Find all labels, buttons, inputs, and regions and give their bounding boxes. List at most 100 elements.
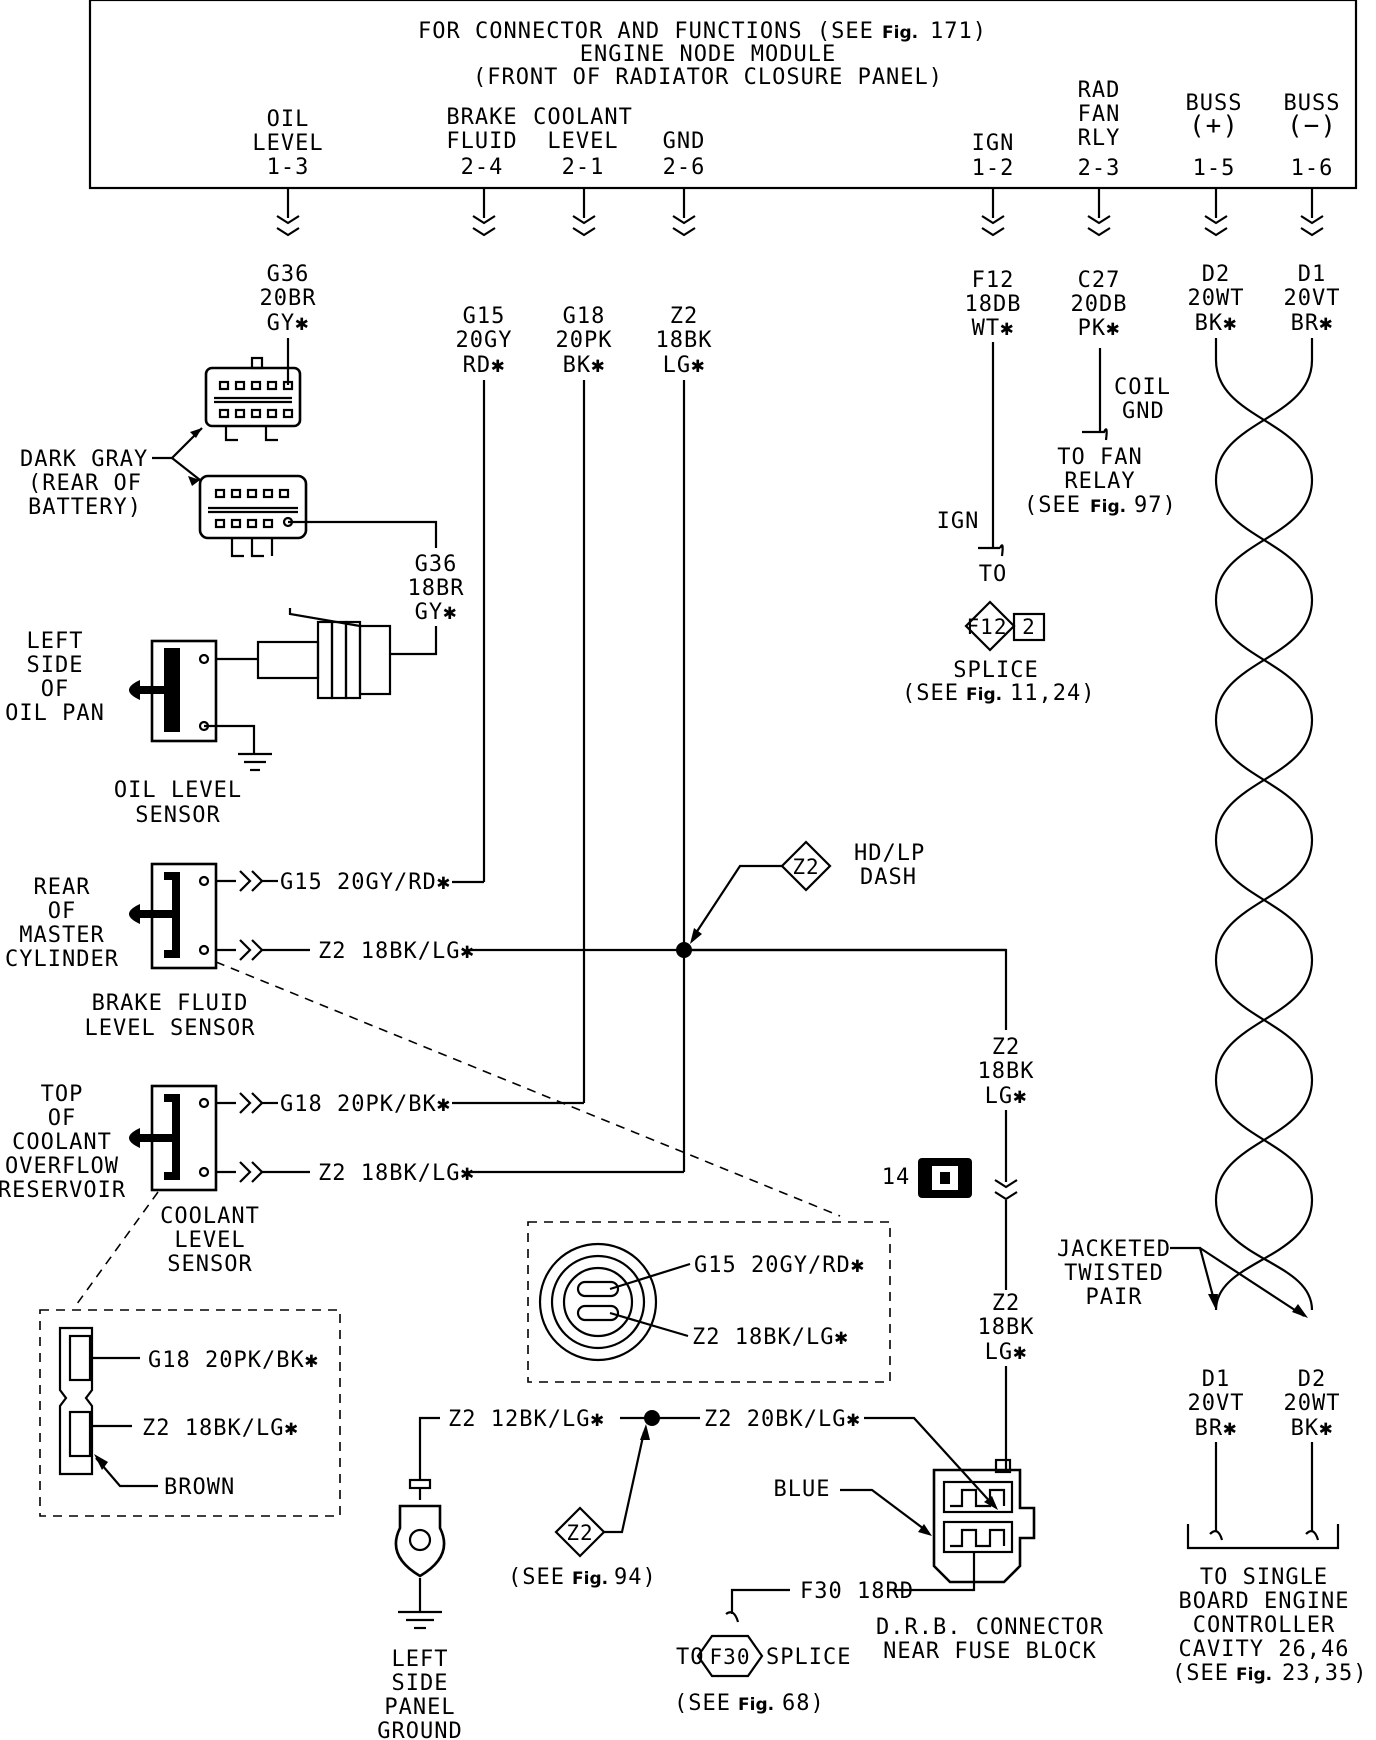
connector-14: 14 (882, 1158, 972, 1198)
svg-text:COOLANT: COOLANT (533, 105, 633, 130)
svg-text:BR✱: BR✱ (1195, 1416, 1238, 1441)
svg-text:Z2 18BK/LG✱: Z2 18BK/LG✱ (142, 1416, 299, 1441)
svg-text:SIDE: SIDE (27, 653, 84, 678)
wire-g15-top: G15 20GY RD✱ (456, 304, 512, 378)
svg-text:Z2: Z2 (992, 1035, 1021, 1060)
svg-text:OIL: OIL (267, 107, 310, 132)
wire-g36-top: G36 20BR GY✱ (260, 262, 317, 336)
svg-text:G18: G18 (563, 304, 606, 329)
svg-text:COOLANT: COOLANT (12, 1130, 112, 1155)
svg-text:Z2 18BK/LG✱: Z2 18BK/LG✱ (692, 1325, 849, 1350)
svg-text:2-1: 2-1 (562, 155, 605, 180)
drb-connector: BLUE D.R.B. CONNECTOR NEAR FUSE BLOCK (774, 1416, 1104, 1664)
svg-text:DARK GRAY: DARK GRAY (20, 447, 148, 472)
wire-g18-top: G18 20PK BK✱ (556, 304, 612, 378)
pin-rad-fan-rly: RAD FAN RLY 2-3 (1078, 78, 1121, 181)
svg-text:GND: GND (1122, 399, 1165, 424)
svg-text:Z2: Z2 (670, 304, 699, 329)
svg-text:RAD: RAD (1078, 78, 1121, 103)
svg-text:LEVEL: LEVEL (547, 129, 618, 154)
z2-ground-circuit: Z2 12BK/LG✱ Z2 20BK/LG✱ Z2 (SEE Fig. 94)… (377, 1407, 859, 1740)
svg-text:BATTERY): BATTERY) (28, 495, 142, 520)
svg-text:BLUE: BLUE (774, 1477, 831, 1502)
svg-text:Fig.: Fig. (572, 1569, 608, 1589)
svg-text:BOARD ENGINE: BOARD ENGINE (1179, 1589, 1350, 1614)
svg-text:Fig.: Fig. (1236, 1665, 1272, 1685)
svg-text:20WT: 20WT (1284, 1391, 1341, 1416)
svg-text:G36: G36 (415, 552, 458, 577)
svg-text:IGN: IGN (972, 131, 1015, 156)
battery-connector-upper (204, 356, 302, 442)
svg-text:GY✱: GY✱ (415, 600, 458, 625)
svg-text:D2: D2 (1298, 1367, 1327, 1392)
svg-text:OF: OF (41, 677, 70, 702)
svg-text:TO FAN: TO FAN (1057, 445, 1142, 470)
svg-text:Z2 12BK/LG✱: Z2 12BK/LG✱ (448, 1407, 605, 1432)
svg-text:OF: OF (48, 899, 77, 924)
svg-text:(SEE: (SEE (1172, 1661, 1229, 1686)
svg-text:BRAKE FLUID: BRAKE FLUID (92, 991, 249, 1016)
svg-text:OVERFLOW: OVERFLOW (5, 1154, 119, 1179)
svg-text:94): 94) (614, 1565, 657, 1590)
svg-text:F12: F12 (972, 268, 1015, 293)
svg-text:FLUID: FLUID (446, 129, 517, 154)
svg-text:RESERVOIR: RESERVOIR (0, 1178, 126, 1203)
svg-text:SPLICE: SPLICE (766, 1645, 851, 1670)
svg-text:LEFT: LEFT (27, 629, 84, 654)
svg-text:BROWN: BROWN (164, 1475, 235, 1500)
svg-text:20BR: 20BR (260, 286, 317, 311)
brake-z2-label: Z2 18BK/LG✱ (318, 939, 475, 964)
coolant-level-sensor: TOP OF COOLANT OVERFLOW RESERVOIR G18 20… (0, 1082, 475, 1309)
svg-text:D1: D1 (1202, 1367, 1231, 1392)
pin-brake-fluid: BRAKE FLUID 2-4 (446, 105, 517, 180)
panel-ground-terminal (394, 1478, 446, 1630)
svg-text:LEVEL: LEVEL (174, 1228, 245, 1253)
svg-text:REAR: REAR (34, 875, 91, 900)
svg-text:1-2: 1-2 (972, 156, 1015, 181)
battery-connector-lower (198, 474, 308, 558)
svg-text:1-6: 1-6 (1291, 156, 1334, 181)
svg-text:TO: TO (979, 562, 1008, 587)
svg-text:SENSOR: SENSOR (167, 1252, 252, 1277)
svg-text:(SEE: (SEE (1024, 493, 1081, 518)
pin-coolant-level: COOLANT LEVEL 2-1 (533, 105, 633, 180)
oil-level-sensor: LEFT SIDE OF OIL PAN OIL LEVEL SENSOR (5, 608, 392, 828)
svg-text:MASTER: MASTER (19, 923, 104, 948)
svg-text:20VT: 20VT (1284, 286, 1341, 311)
engine-node-module: FOR CONNECTOR AND FUNCTIONS (SEE Fig. 17… (88, 0, 1358, 190)
svg-text:F30 18RD: F30 18RD (800, 1579, 914, 1604)
f12-ign-circuit: IGN TO F12 2 SPLICE (SEE Fig. 11,24) (902, 342, 1094, 706)
wire-d1-top: D1 20VT BR✱ (1284, 262, 1341, 336)
svg-text:TOP: TOP (41, 1082, 84, 1107)
svg-text:LG✱: LG✱ (985, 1340, 1028, 1365)
svg-text:14: 14 (882, 1165, 911, 1190)
svg-text:GROUND: GROUND (377, 1719, 462, 1740)
svg-text:LG✱: LG✱ (985, 1084, 1028, 1109)
svg-text:GND: GND (663, 129, 706, 154)
svg-text:BUSS: BUSS (1284, 91, 1341, 116)
svg-text:(SEE: (SEE (674, 1691, 731, 1716)
twisted-pair: JACKETED TWISTED PAIR D1 20VT BR✱ D2 20W… (1057, 338, 1366, 1686)
svg-text:TO SINGLE: TO SINGLE (1200, 1565, 1328, 1590)
svg-text:2-3: 2-3 (1078, 156, 1121, 181)
svg-text:1-5: 1-5 (1193, 156, 1236, 181)
svg-text:D.R.B. CONNECTOR: D.R.B. CONNECTOR (876, 1615, 1104, 1640)
svg-text:68): 68) (782, 1691, 825, 1716)
svg-text:CAVITY 26,46: CAVITY 26,46 (1179, 1637, 1350, 1662)
pin-gnd: GND 2-6 (663, 129, 706, 180)
svg-text:GY✱: GY✱ (267, 311, 310, 336)
svg-text:171): 171) (930, 19, 987, 44)
module-location: (FRONT OF RADIATOR CLOSURE PANEL) (473, 65, 943, 90)
pin-buss-plus: BUSS (+) 1-5 (1186, 91, 1242, 181)
svg-text:SPLICE: SPLICE (953, 658, 1038, 683)
svg-text:18BK: 18BK (978, 1059, 1035, 1084)
brake-connector-detail: G15 20GY/RD✱ Z2 18BK/LG✱ (527, 1221, 891, 1383)
coolant-z2-label: Z2 18BK/LG✱ (318, 1161, 475, 1186)
module-terminals (275, 188, 1325, 237)
pin-buss-minus: BUSS (−) 1-6 (1284, 91, 1341, 181)
svg-text:18BK: 18BK (656, 328, 713, 353)
svg-text:C27: C27 (1078, 268, 1121, 293)
svg-text:(REAR OF: (REAR OF (28, 471, 142, 496)
module-title: ENGINE NODE MODULE (580, 42, 836, 67)
